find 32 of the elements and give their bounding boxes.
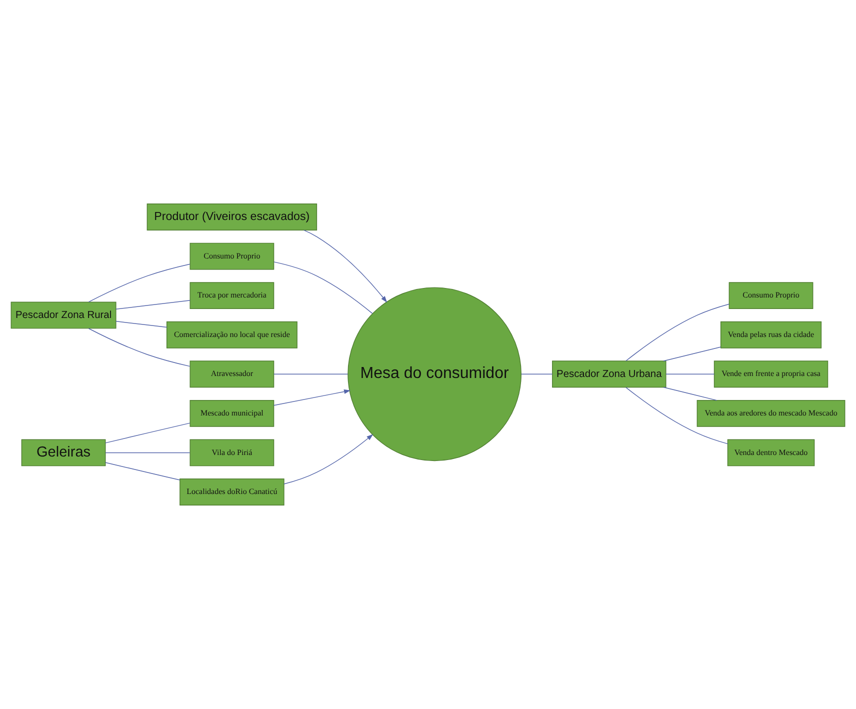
connector — [663, 346, 722, 362]
node-circle: Mesa do consumidor — [348, 287, 522, 462]
node-box: Atravessador — [190, 360, 274, 388]
connector — [663, 386, 718, 401]
node-box: Pescador Zona Urbana — [552, 360, 666, 388]
node-box: Comercialização no local que reside — [166, 321, 298, 348]
connector — [116, 300, 190, 310]
node-box: Localidades doRio Canaticú — [180, 478, 284, 506]
connector — [105, 452, 190, 454]
node-box: Venda dentro Mescado — [727, 439, 815, 466]
connector — [88, 328, 190, 367]
node-box: Produtor (Viveiros escavados) — [146, 204, 318, 230]
node-box: Geleiras — [21, 439, 106, 466]
node-box: Troca por mercadoria — [190, 282, 274, 310]
connector — [105, 422, 190, 444]
connector — [116, 320, 168, 328]
arrow — [304, 230, 388, 303]
connector — [105, 462, 180, 480]
connector — [274, 262, 373, 314]
node-box: Venda aos aredores do mescado Mescado — [696, 400, 846, 427]
connector — [88, 264, 190, 302]
arrow — [284, 434, 374, 484]
node-box: Vila do Piriá — [190, 439, 274, 466]
node-box: Vende em frente a propria casa — [714, 360, 828, 388]
node-box: Consumo Proprio — [190, 242, 274, 270]
node-box: Mescado municipal — [190, 400, 274, 427]
connector — [626, 387, 728, 444]
node-box: Venda pelas ruas da cidade — [720, 321, 822, 348]
node-box: Pescador Zona Rural — [10, 302, 116, 329]
connector — [626, 304, 730, 362]
node-box: Consumo Proprio — [728, 282, 814, 310]
arrow — [274, 389, 351, 406]
